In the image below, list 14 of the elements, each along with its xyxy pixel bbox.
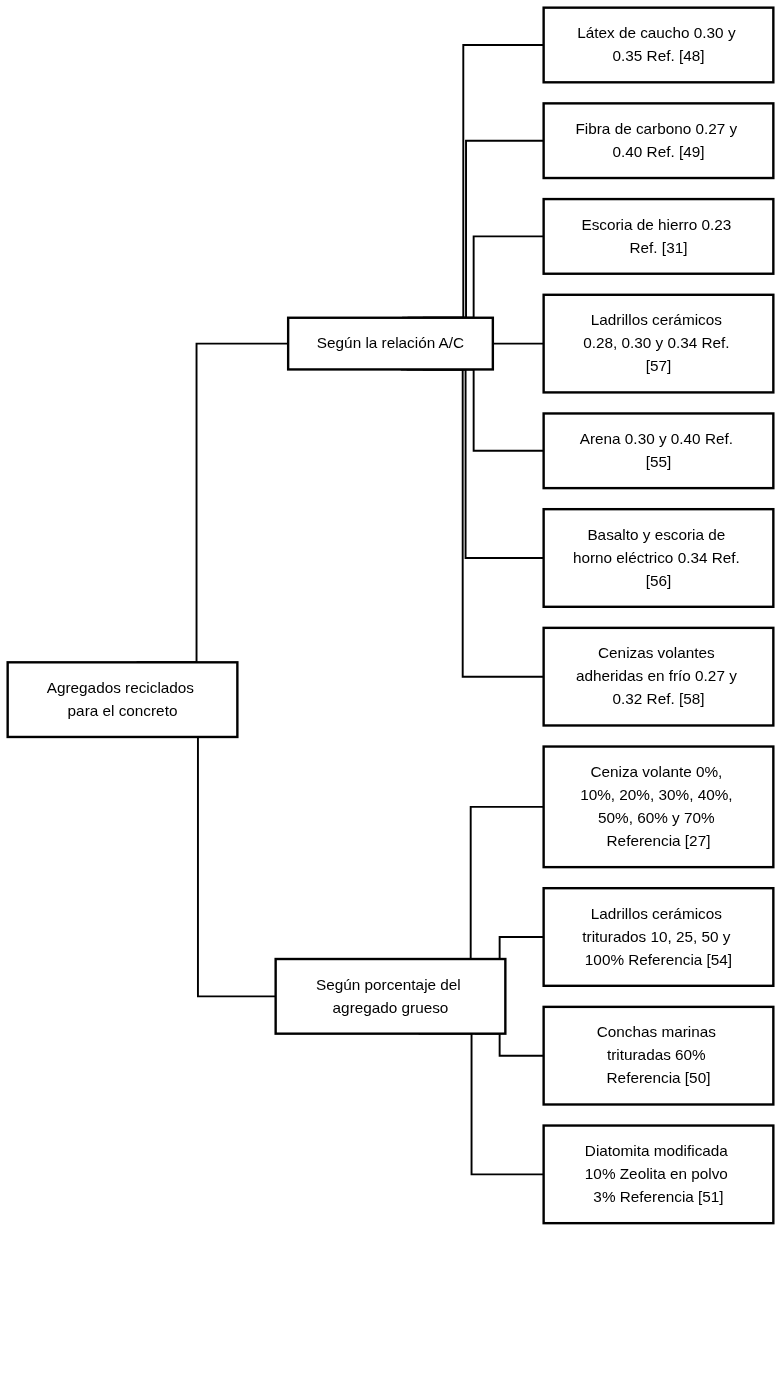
node-box: Escoria de hierro 0.23 Ref. [31] xyxy=(542,197,775,275)
node-box: Según porcentaje del agregado grueso xyxy=(274,957,507,1035)
node-box: Conchas marinas trituradas 60% Referencia [50] xyxy=(542,1005,775,1106)
node-box: Arena 0.30 y 0.40 Ref. [55] xyxy=(542,412,775,490)
node-box: Ladrillos cerámicos triturados 10, 25, 50 y 100% Referencia [54] xyxy=(542,887,775,987)
node-box: Agregados reciclados para el concreto xyxy=(6,661,239,739)
node-box: Diatomita modificada 10% Zeolita en polvo 3% Referencia [51] xyxy=(542,1124,775,1225)
node-box: Ceniza volante 0%, 10%, 20%, 30%, 40%, 50%, 60% y 70% Referencia [27] xyxy=(542,745,775,869)
node-box: Ladrillos cerámicos 0.28, 0.30 y 0.34 Ref. [57] xyxy=(542,293,775,394)
node-box: Según la relación A/C xyxy=(286,316,495,371)
node-box: Basalto y escoria de horno eléctrico 0.34 Ref. [56] xyxy=(542,508,775,608)
node-box: Látex de caucho 0.30 y 0.35 Ref. [48] xyxy=(542,6,775,84)
node-box: Cenizas volantes adheridas en frío 0.27 y 0.32 Ref. [58] xyxy=(542,626,775,727)
node-box: Fibra de carbono 0.27 y 0.40 Ref. [49] xyxy=(542,102,775,180)
